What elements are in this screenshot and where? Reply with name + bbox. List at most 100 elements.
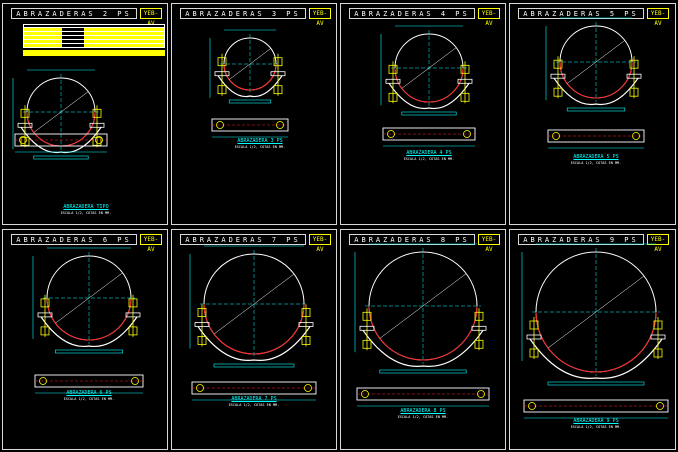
clamp-ear (194, 322, 210, 327)
clamp-ear (298, 322, 314, 327)
base-plate (55, 349, 123, 354)
bolt-hole (131, 377, 139, 385)
bolt-nut (217, 85, 227, 95)
sheet-abrazadera-4: ABRAZADERAS 4 PS YEB-AV ABRAZADERA 4 PS … (340, 3, 506, 225)
sheet-title: ABRAZADERAS 5 PS (518, 8, 644, 19)
bolt-hole (276, 121, 284, 129)
base-plate (401, 111, 457, 116)
drawing-caption: ABRAZADERA 4 PS (406, 150, 452, 156)
base-plate (228, 99, 272, 104)
base-plate (547, 381, 645, 386)
drawing-scale: ESCALA 1/2, COTAS EN MM. (570, 161, 622, 165)
clamp-strap (197, 326, 311, 361)
clamp-ear (650, 334, 666, 340)
bolt-nut (362, 339, 372, 349)
clamp-drawing (380, 25, 476, 147)
radius-line (213, 273, 295, 335)
sheet-abrazadera-2: ABRAZADERAS 2 PS YEB-AV ABRAZADERA TIPO … (2, 3, 168, 225)
clamp-strap (529, 338, 663, 379)
bolt-hole (216, 121, 224, 129)
bolt-hole (304, 384, 312, 392)
sheet-title: ABRAZADERAS 9 PS (518, 234, 644, 245)
title-badge: YEB-AV (140, 234, 162, 253)
bolt-hole (361, 390, 369, 398)
base-plate (213, 363, 295, 368)
clamp-ear (526, 334, 542, 340)
clamp-ear (385, 78, 401, 84)
bolt-nut (553, 87, 563, 97)
drawing-scale: ESCALA 1/2, COTAS EN MM. (234, 145, 286, 149)
title-badge: YEB-AV (478, 8, 500, 27)
bolt-hole (196, 384, 204, 392)
sheet-title: ABRAZADERAS 7 PS (180, 234, 306, 245)
sheet-abrazadera-9: ABRAZADERAS 9 PS YEB-AV ABRAZADERA 9 PS … (509, 229, 676, 450)
drawing-caption: ABRAZADERA 7 PS (231, 396, 277, 402)
bolt-hole (528, 402, 536, 410)
table-note (23, 50, 165, 56)
sheet-title: ABRAZADERAS 6 PS (11, 234, 137, 245)
radius-line (567, 40, 625, 84)
drawing-caption: ABRAZADERA 5 PS (573, 154, 619, 160)
clamp-ear (626, 73, 642, 79)
clamp-drawing (209, 29, 289, 138)
bolt-hole (632, 132, 640, 140)
drawing-caption: ABRAZADERA 6 PS (66, 390, 112, 396)
sheet-abrazadera-3: ABRAZADERAS 3 PS YEB-AV ABRAZADERA 3 PS … (171, 3, 337, 225)
clamp-ear (17, 122, 33, 128)
base-plate (33, 155, 89, 160)
drawing-caption: ABRAZADERA 9 PS (573, 418, 619, 424)
bolt-nut (653, 348, 663, 358)
bolt-nut (273, 85, 283, 95)
bolt-nut (301, 336, 311, 345)
sheet-title: ABRAZADERAS 2 PS (11, 8, 137, 19)
bolt-nut (460, 92, 470, 102)
sheet-title: ABRAZADERAS 8 PS (349, 234, 475, 245)
title-badge: YEB-AV (309, 8, 331, 27)
bolt-hole (19, 136, 27, 144)
drawing-scale: ESCALA 1/2, COTAS EN MM. (570, 425, 622, 429)
clamp-drawing (12, 69, 108, 160)
clamp-drawing (189, 245, 317, 401)
clamp-drawing (32, 247, 144, 394)
table-row (23, 36, 165, 40)
bolt-hole (95, 136, 103, 144)
clamp-ear (89, 122, 105, 128)
bolt-hole (39, 377, 47, 385)
radius-line (379, 273, 467, 339)
clamp-strap (217, 75, 283, 98)
sheet-abrazadera-6: ABRAZADERAS 6 PS YEB-AV ABRAZADERA 6 PS … (2, 229, 168, 450)
table-row (23, 28, 165, 32)
radius-line (33, 91, 89, 133)
radius-line (401, 47, 457, 89)
bolt-nut (197, 336, 207, 345)
sheet-title: ABRAZADERAS 4 PS (349, 8, 475, 19)
clamp-ear (270, 71, 286, 77)
table-row (23, 44, 165, 48)
clamp-drawing (354, 243, 490, 407)
drawing-scale: ESCALA 1/2, COTAS EN MM. (228, 403, 280, 407)
clamp-drawing (521, 243, 669, 419)
clamp-ear (125, 312, 141, 318)
table-row (23, 40, 165, 44)
bolt-hole (552, 132, 560, 140)
sheet-title: ABRAZADERAS 3 PS (180, 8, 306, 19)
bolt-nut (629, 87, 639, 97)
drawing-scale: ESCALA 1/2, COTAS EN MM. (397, 415, 449, 419)
bolt-nut (40, 326, 50, 336)
radius-line (229, 48, 271, 80)
drawing-scale: ESCALA 1/2, COTAS EN MM. (63, 397, 115, 401)
clamp-ear (471, 325, 487, 331)
title-badge: YEB-AV (478, 234, 500, 253)
sheet-abrazadera-7: ABRAZADERAS 7 PS YEB-AV ABRAZADERA 7 PS … (171, 229, 337, 450)
drawing-caption: ABRAZADERA TIPO (63, 204, 109, 210)
sheet-abrazadera-5: ABRAZADERAS 5 PS YEB-AV ABRAZADERA 5 PS … (509, 3, 676, 225)
drawing-scale: ESCALA 1/2, COTAS EN MM. (403, 157, 455, 161)
bolt-hole (656, 402, 664, 410)
bolt-hole (477, 390, 485, 398)
table-header (23, 24, 165, 28)
title-badge: YEB-AV (140, 8, 162, 27)
radius-line (547, 275, 645, 349)
clamp-drawing (545, 17, 645, 149)
clamp-ear (457, 78, 473, 84)
clamp-ear (550, 73, 566, 79)
